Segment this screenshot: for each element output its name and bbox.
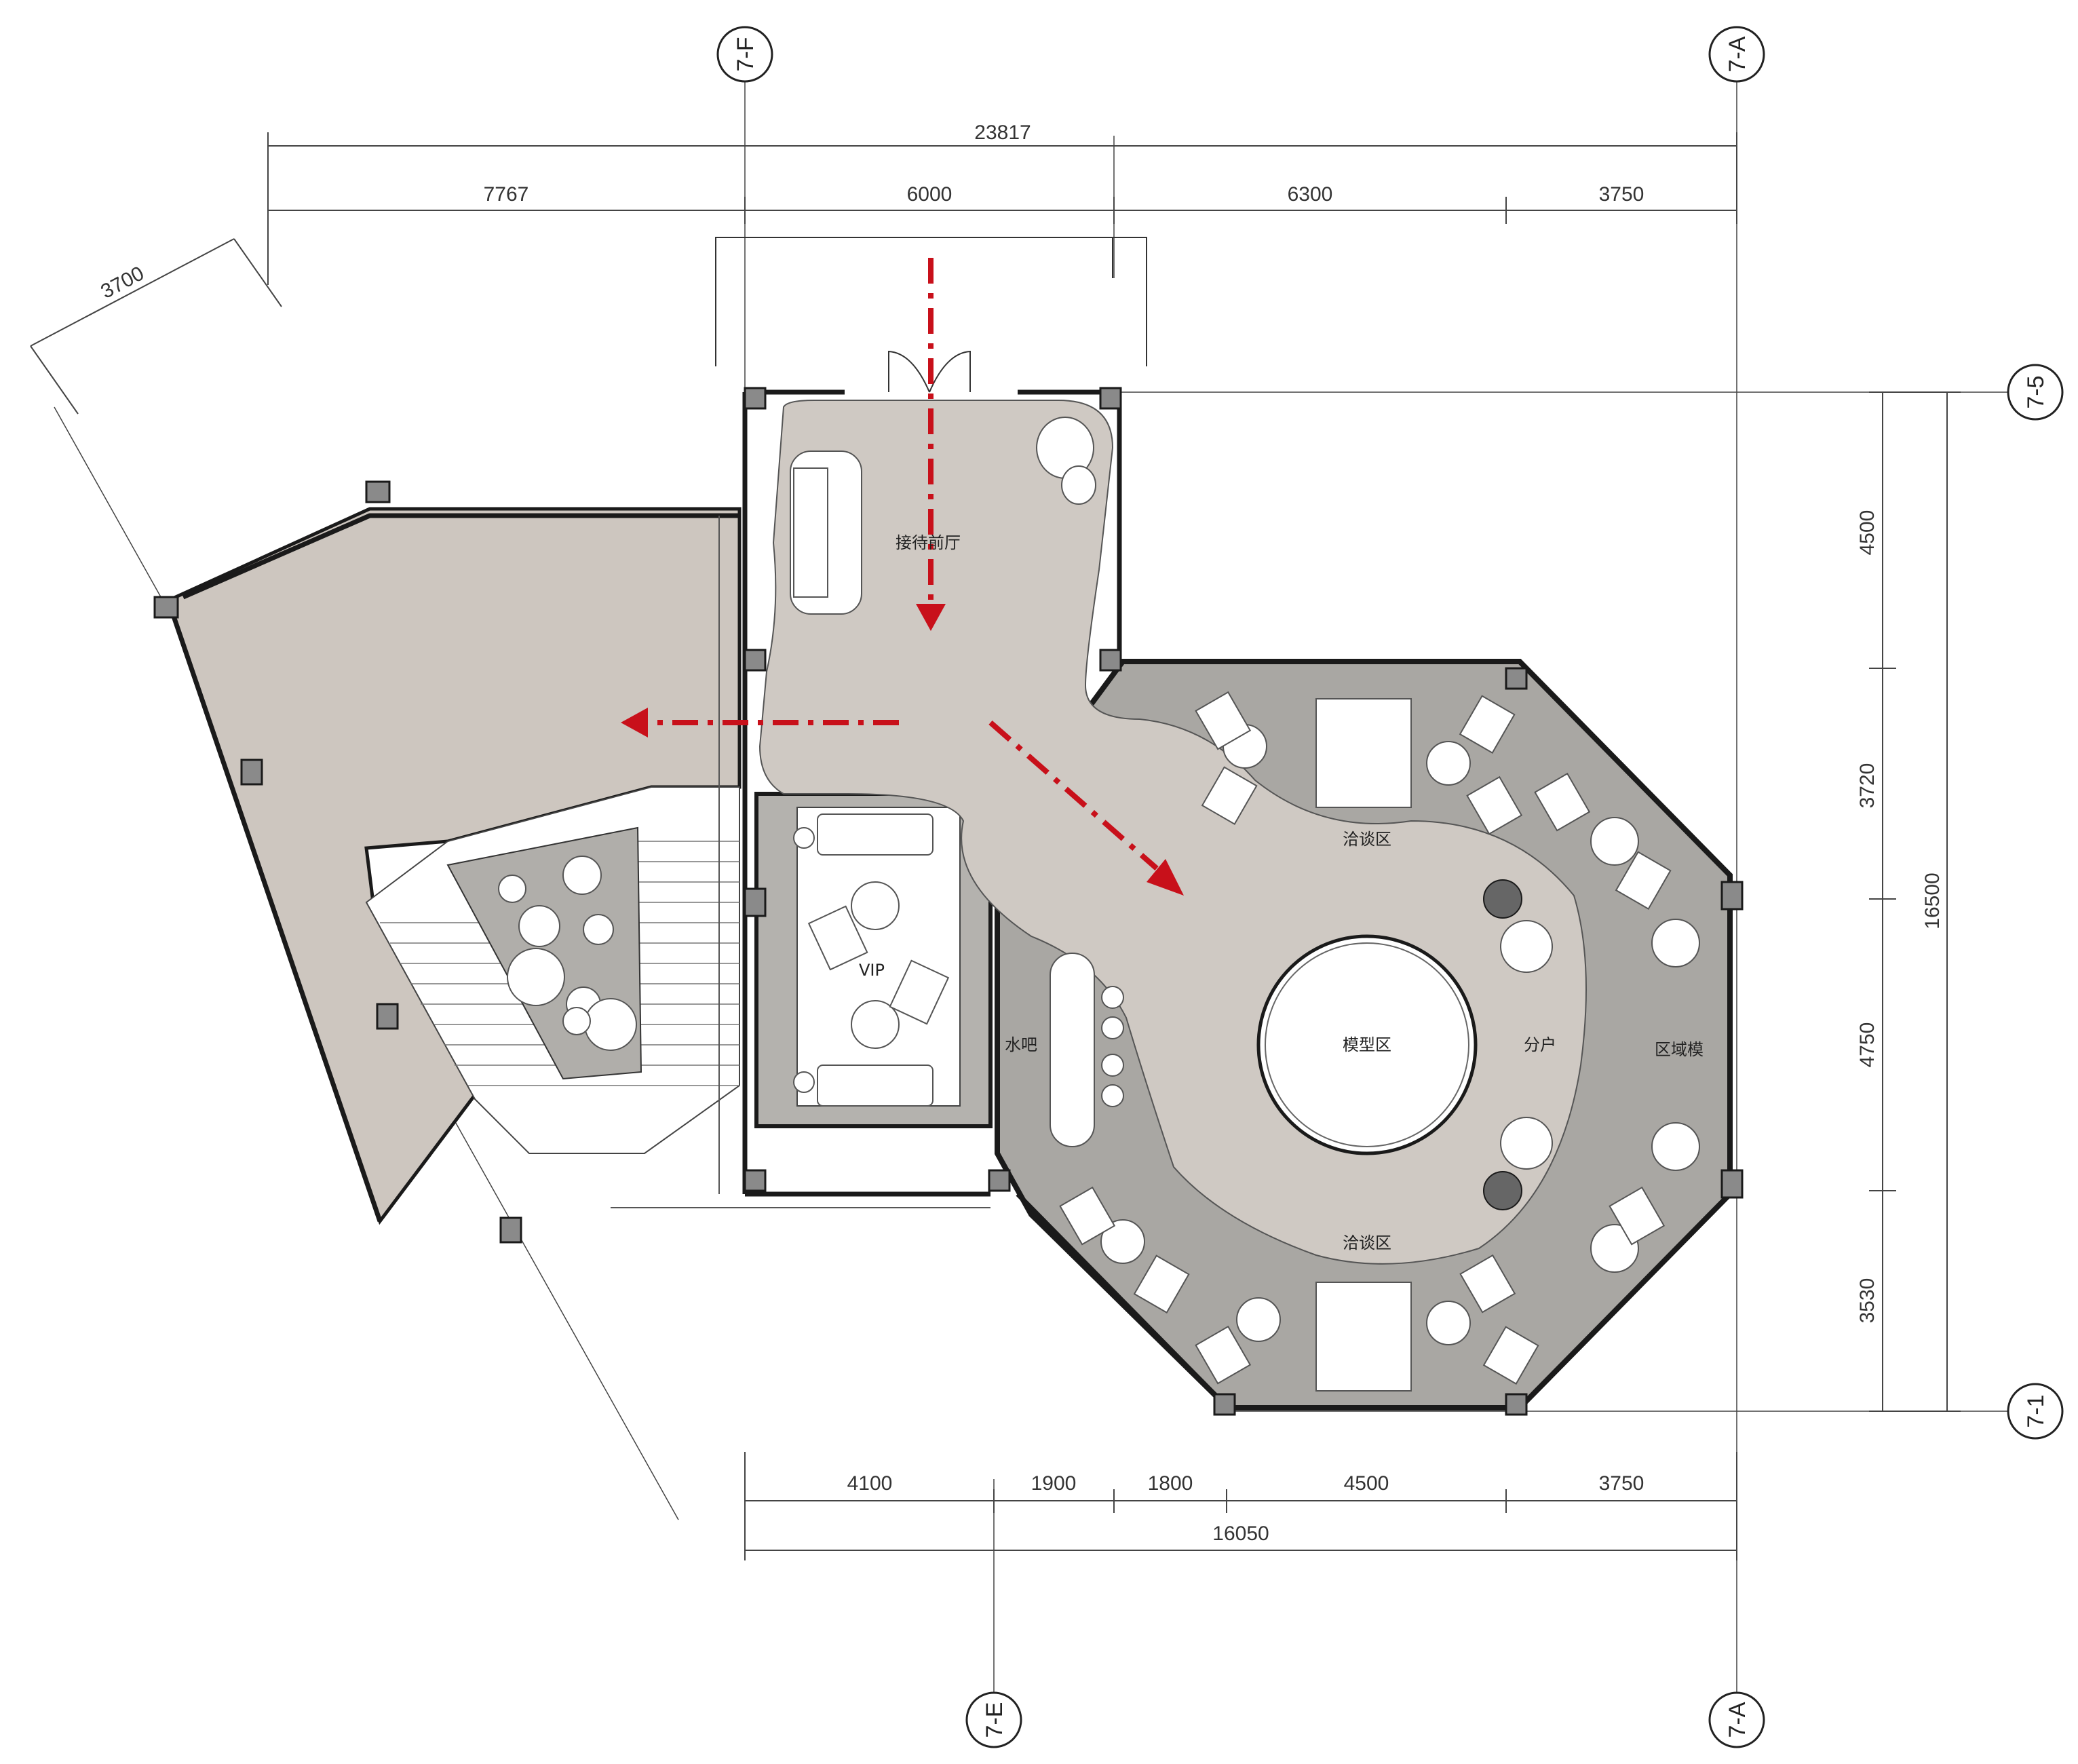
diagonal-dimension: 3700 (30, 238, 282, 415)
entrance-canopy (715, 237, 1147, 366)
axis-label-right-top: 7-5 (2023, 375, 2049, 408)
label-model-area: 模型区 (1343, 1035, 1391, 1054)
axis-label-bottom-left: 7-E (982, 1702, 1007, 1738)
planter-circles (498, 856, 637, 1051)
axis-label-right-bottom: 7-1 (2023, 1394, 2049, 1427)
dim-top-total: 23817 (974, 121, 1031, 144)
label-regional-model: 区域模 (1655, 1040, 1704, 1059)
room-labels: 接待前厅 VIP 水吧 洽谈区 洽谈区 模型区 分户 区域模 (859, 533, 1704, 1252)
axis-bubble-bottom-right: 7-A (1708, 1691, 1765, 1748)
axis-bubble-top-left: 7-F (716, 26, 773, 83)
negotiation-seating-top (1195, 691, 1700, 973)
display-stands (1483, 879, 1522, 1210)
dim-bottom-seg-2: 1900 (1031, 1472, 1077, 1495)
label-negotiation-top: 洽谈区 (1343, 830, 1391, 849)
label-vip: VIP (859, 961, 885, 980)
dim-bottom-seg-3: 1800 (1148, 1472, 1193, 1495)
reception-plants (1036, 417, 1096, 505)
dim-top-seg-3: 6300 (1288, 183, 1333, 206)
dim-right-seg-1: 4500 (1856, 510, 1879, 556)
dim-bottom-total: 16050 (1212, 1522, 1269, 1545)
dim-right-seg-2: 3720 (1856, 763, 1879, 809)
dim-bottom-seg-5: 3750 (1599, 1472, 1644, 1495)
structural-columns (153, 387, 1744, 1416)
vip-furniture (793, 813, 950, 1107)
axis-label-bottom-right: 7-A (1725, 1702, 1750, 1738)
label-unit-model: 分户 (1524, 1035, 1556, 1054)
flow-arrows (621, 258, 1184, 896)
dim-right-total: 16500 (1921, 873, 1944, 929)
reception-sofa (790, 450, 862, 615)
axis-bubble-top-right: 7-A (1708, 26, 1765, 83)
label-reception: 接待前厅 (896, 533, 961, 552)
axis-bubble-right-bottom: 7-1 (2007, 1383, 2064, 1440)
water-bar-counter (1050, 953, 1124, 1147)
top-dimensions: 23817 7767 6000 6300 3750 (267, 121, 1737, 285)
axis-label-top-left: 7-F (733, 37, 758, 72)
dim-top-seg-2: 6000 (907, 183, 953, 206)
right-dimensions: 4500 3720 4750 3530 16500 (1856, 391, 1961, 1412)
axis-bubble-right-top: 7-5 (2007, 364, 2064, 421)
floor-zones (166, 400, 1733, 1411)
dim-right-seg-3: 4750 (1856, 1022, 1879, 1068)
dim-bottom-seg-1: 4100 (847, 1472, 893, 1495)
label-negotiation-bottom: 洽谈区 (1343, 1233, 1391, 1252)
dim-top-seg-1: 7767 (484, 183, 529, 206)
dim-bottom-seg-4: 4500 (1344, 1472, 1389, 1495)
label-water-bar: 水吧 (1005, 1035, 1037, 1054)
bottom-dimensions: 4100 1900 1800 4500 3750 16050 (744, 1452, 1737, 1560)
axis-bubble-bottom-left: 7-E (965, 1691, 1022, 1748)
dim-top-seg-4: 3750 (1599, 183, 1644, 206)
dim-right-seg-4: 3530 (1856, 1278, 1879, 1324)
model-table (1256, 934, 1478, 1155)
axis-label-top-right: 7-A (1725, 36, 1750, 72)
negotiation-seating-bottom (1059, 1117, 1700, 1392)
